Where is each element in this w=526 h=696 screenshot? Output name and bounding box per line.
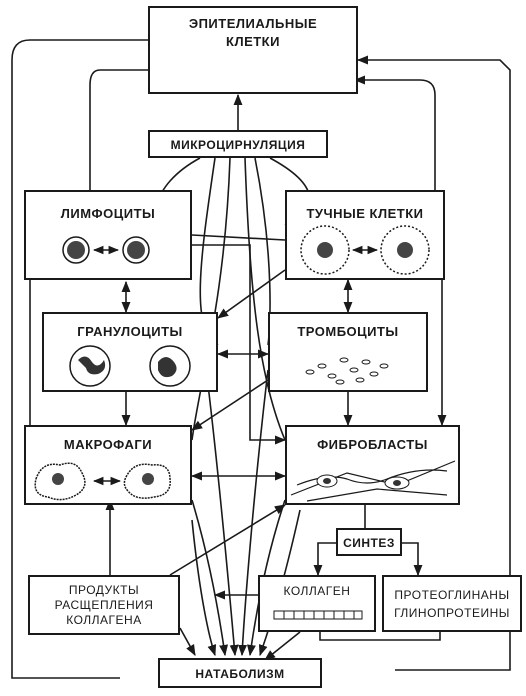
platelets-box: ТРОМБОЦИТЫ	[268, 312, 428, 392]
epithelial-label-line1: ЭПИТЕЛИАЛЬНЫЕ	[150, 16, 356, 32]
collagen-label: КОЛЛАГЕН	[260, 583, 374, 599]
collagen-box: КОЛЛАГЕН	[258, 575, 376, 632]
collagen-products-box: ПРОДУКТЫ РАСЩЕПЛЕНИЯ КОЛЛАГЕНА	[28, 575, 180, 635]
synthesis-label: СИНТЕЗ	[338, 535, 400, 551]
epithelial-label-line2: КЛЕТКИ	[150, 34, 356, 50]
macrophages-illustration	[26, 457, 190, 503]
catabolism-label: НАТАБОЛИЗМ	[160, 666, 320, 682]
collagen-products-line2: РАСЩЕПЛЕНИЯ	[30, 597, 178, 613]
platelets-illustration	[270, 346, 426, 390]
macrophages-label: МАКРОФАГИ	[26, 437, 190, 453]
lymphocytes-box: ЛИМФОЦИТЫ	[24, 190, 192, 280]
microcirculation-box: МИКРОЦИРНУЛЯЦИЯ	[148, 130, 328, 158]
lymphocytes-label: ЛИМФОЦИТЫ	[26, 206, 190, 222]
granulocytes-label: ГРАНУЛОЦИТЫ	[44, 324, 216, 340]
macrophages-box: МАКРОФАГИ	[24, 425, 192, 505]
proteoglycans-line1: ПРОТЕОГЛИНАНЫ	[384, 587, 520, 603]
collagen-fibril-illustration	[272, 607, 366, 623]
fibroblasts-label: ФИБРОБЛАСТЫ	[287, 437, 458, 453]
proteoglycans-line2: ГЛИНОПРОТЕИНЫ	[384, 605, 520, 621]
fibroblasts-box: ФИБРОБЛАСТЫ	[285, 425, 460, 505]
proteoglycans-box: ПРОТЕОГЛИНАНЫ ГЛИНОПРОТЕИНЫ	[382, 575, 522, 632]
platelets-label: ТРОМБОЦИТЫ	[270, 324, 426, 340]
collagen-products-line1: ПРОДУКТЫ	[30, 582, 178, 598]
microcirculation-label: МИКРОЦИРНУЛЯЦИЯ	[150, 137, 326, 153]
granulocytes-illustration	[44, 342, 216, 392]
lymphocytes-illustration	[26, 228, 190, 278]
synthesis-box: СИНТЕЗ	[336, 528, 402, 556]
epithelial-cells-box: ЭПИТЕЛИАЛЬНЫЕ КЛЕТКИ	[148, 6, 358, 94]
mast-cells-box: ТУЧНЫЕ КЛЕТКИ	[285, 190, 445, 280]
catabolism-box: НАТАБОЛИЗМ	[158, 658, 322, 688]
collagen-products-line3: КОЛЛАГЕНА	[30, 612, 178, 628]
mast-cells-illustration	[287, 222, 443, 278]
fibroblasts-illustration	[287, 455, 458, 503]
mast-cells-label: ТУЧНЫЕ КЛЕТКИ	[287, 206, 443, 222]
granulocytes-box: ГРАНУЛОЦИТЫ	[42, 312, 218, 392]
